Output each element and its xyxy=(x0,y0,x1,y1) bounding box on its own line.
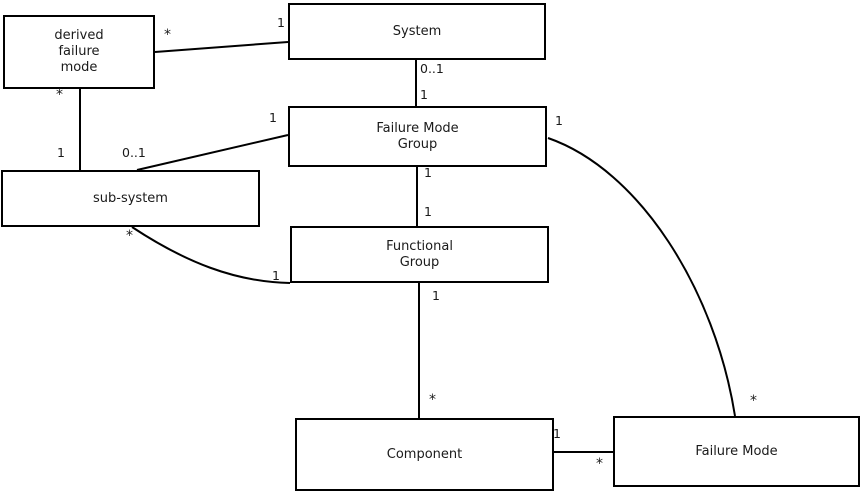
mult-component-right: 1 xyxy=(553,426,561,441)
class-label-derived-failure-mode: derived failure mode xyxy=(54,28,104,75)
edge-derived-failure-mode-to-system xyxy=(154,41,289,53)
class-label-failure-mode-group: Failure Mode Group xyxy=(376,120,459,152)
edge-failure-mode-group-to-failure-mode xyxy=(547,137,736,417)
class-box-failure-mode-group[interactable]: Failure Mode Group xyxy=(288,106,547,167)
mult-fmg-bottom: 1 xyxy=(424,165,432,180)
mult-fmg-right: 1 xyxy=(555,113,563,128)
mult-fmg-left: 1 xyxy=(269,110,277,125)
class-label-component: Component xyxy=(386,446,463,462)
class-label-functional-group: Functional Group xyxy=(386,238,453,270)
class-label-failure-mode: Failure Mode xyxy=(695,443,778,459)
mult-fmg-top: 1 xyxy=(420,87,428,102)
mult-subsystem-top-r: 0..1 xyxy=(122,145,146,160)
mult-subsystem-bot: * xyxy=(126,228,133,244)
mult-dfm-system-near: * xyxy=(164,27,171,43)
class-box-component[interactable]: Component xyxy=(295,418,554,491)
mult-system-bottom: 0..1 xyxy=(420,61,444,76)
class-label-system: System xyxy=(392,23,442,39)
class-box-failure-mode[interactable]: Failure Mode xyxy=(613,416,860,487)
mult-fg-top: 1 xyxy=(424,204,432,219)
mult-fm-top: * xyxy=(750,393,757,409)
class-box-derived-failure-mode[interactable]: derived failure mode xyxy=(3,15,155,89)
mult-fm-left: * xyxy=(596,456,603,472)
mult-subsystem-top-l: 1 xyxy=(57,145,65,160)
mult-fg-left: 1 xyxy=(272,268,280,283)
mult-system-left: 1 xyxy=(277,15,285,30)
class-box-functional-group[interactable]: Functional Group xyxy=(290,226,549,283)
class-box-system[interactable]: System xyxy=(288,3,546,60)
mult-component-top: * xyxy=(429,392,436,408)
edge-sub-system-to-failure-mode-group xyxy=(136,134,289,171)
class-label-sub-system: sub-system xyxy=(93,190,168,206)
edge-sub-system-to-functional-group xyxy=(131,226,291,284)
class-box-sub-system[interactable]: sub-system xyxy=(1,170,260,227)
mult-fg-bottom: 1 xyxy=(432,288,440,303)
mult-dfm-bottom: * xyxy=(56,87,63,103)
